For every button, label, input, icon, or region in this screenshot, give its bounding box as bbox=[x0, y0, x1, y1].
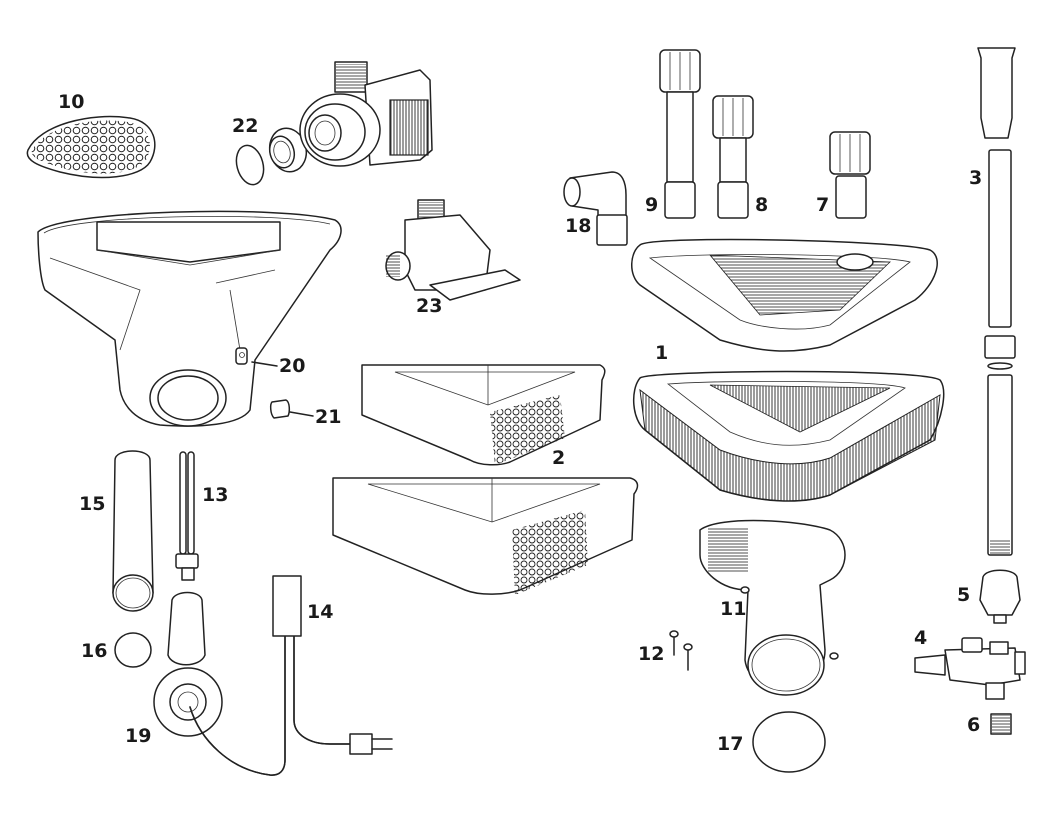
callout-17: 17 bbox=[717, 733, 744, 755]
callout-10: 10 bbox=[58, 91, 85, 113]
callout-23: 23 bbox=[416, 295, 443, 317]
callout-2: 2 bbox=[552, 447, 566, 469]
part-17-gasket bbox=[752, 711, 826, 773]
callout-14: 14 bbox=[307, 601, 334, 623]
part-2-foam-pad-upper bbox=[361, 364, 606, 466]
callout-21: 21 bbox=[315, 406, 342, 428]
part-10-mesh-grate bbox=[26, 115, 156, 179]
part-23-outlet-fitting bbox=[385, 199, 521, 301]
pump-unit bbox=[299, 61, 433, 167]
callout-15: 15 bbox=[79, 493, 106, 515]
callout-5: 5 bbox=[957, 584, 971, 606]
part-12-screws bbox=[669, 630, 693, 671]
callout-22: 22 bbox=[232, 115, 259, 137]
part-1-filter-lid bbox=[631, 238, 938, 352]
callout-3: 3 bbox=[969, 167, 983, 189]
callout-16: 16 bbox=[81, 640, 108, 662]
callout-12: 12 bbox=[638, 643, 665, 665]
part-21-clip bbox=[269, 399, 314, 419]
callout-9: 9 bbox=[645, 194, 659, 216]
callout-1: 1 bbox=[655, 342, 669, 364]
part-9-nozzle-long bbox=[659, 49, 701, 219]
callout-13: 13 bbox=[202, 484, 229, 506]
part-8-nozzle-medium bbox=[712, 95, 754, 219]
callout-8: 8 bbox=[755, 194, 769, 216]
part-18-elbow bbox=[563, 171, 628, 246]
part-2-foam-pad-lower bbox=[332, 477, 639, 595]
part-4-diverter-valve bbox=[914, 637, 1026, 700]
part-13-uv-bulb bbox=[175, 451, 199, 581]
part-5-adjuster-knob bbox=[979, 569, 1021, 624]
part-1-filter-body bbox=[633, 370, 945, 502]
callout-19: 19 bbox=[125, 725, 152, 747]
callout-6: 6 bbox=[967, 714, 981, 736]
callout-4: 4 bbox=[914, 627, 928, 649]
part-19-bulb-socket-nut bbox=[153, 591, 223, 737]
callout-7: 7 bbox=[816, 194, 830, 216]
part-7-nozzle-short bbox=[829, 131, 871, 219]
part-22-o-ring-and-nut bbox=[235, 127, 308, 186]
part-15-quartz-sleeve bbox=[112, 450, 154, 612]
callout-20: 20 bbox=[279, 355, 306, 377]
part-6-threaded-nipple bbox=[990, 713, 1012, 735]
part-20-skimmer-housing bbox=[37, 210, 342, 427]
part-14-ballast-with-cord bbox=[189, 575, 393, 776]
part-16-o-ring bbox=[114, 632, 152, 668]
callout-11: 11 bbox=[720, 598, 747, 620]
part-3-riser-tube bbox=[977, 47, 1016, 556]
callout-18: 18 bbox=[565, 215, 592, 237]
part-11-discharge-tee bbox=[699, 519, 846, 696]
